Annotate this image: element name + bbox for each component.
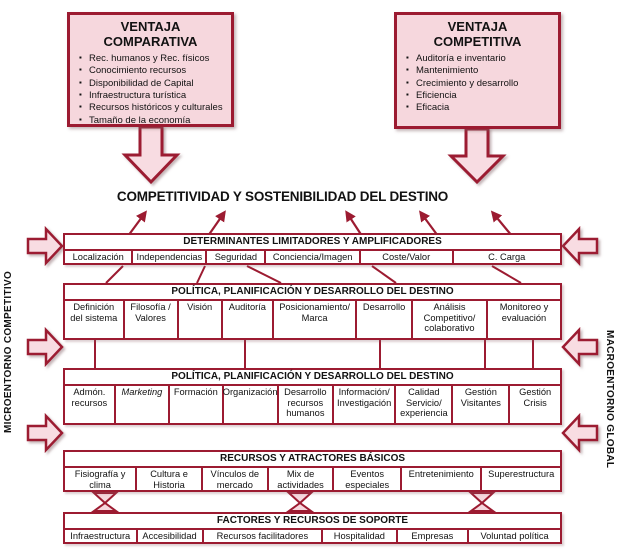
band-header: DETERMINANTES LIMITADORES Y AMPLIFICADOR… bbox=[65, 235, 560, 251]
band-header: RECURSOS Y ATRACTORES BÁSICOS bbox=[65, 452, 560, 468]
band-cell: Fisiografía y clima bbox=[65, 468, 138, 490]
bullet-item: Eficacia bbox=[406, 102, 555, 114]
band-cell: Accesibilidad bbox=[138, 530, 204, 542]
band-cell: Admón. recursos bbox=[65, 386, 116, 423]
band-cell: Calidad Servicio/ experiencia bbox=[396, 386, 454, 423]
ventaja-competitiva-box: VENTAJA COMPETITIVA Auditoría e inventar… bbox=[394, 12, 561, 129]
micro-environment-label: MICROENTORNO COMPETITIVO bbox=[3, 270, 14, 434]
band-cell: Superestructura bbox=[488, 469, 555, 479]
bullet-item: Eficiencia bbox=[406, 90, 555, 102]
band-cell: Voluntad política bbox=[480, 531, 549, 541]
band-cell: Definición del sistema bbox=[65, 301, 125, 338]
big-down-arrow-comparativa bbox=[121, 125, 181, 185]
double-arrow-icon bbox=[90, 492, 120, 512]
band-recursos-atractores: RECURSOS Y ATRACTORES BÁSICOS Fisiografí… bbox=[63, 450, 562, 492]
connector-line bbox=[491, 265, 522, 284]
bullet-item: Disponibilidad de Capital bbox=[79, 78, 228, 90]
connector-line bbox=[246, 265, 282, 284]
band-cell: Vínculos de mercado bbox=[203, 468, 269, 490]
left-inward-arrow-icon bbox=[26, 225, 64, 267]
up-arrow-icon bbox=[207, 210, 226, 237]
band-cell: Posicionamiento/ Marca bbox=[274, 301, 358, 338]
band-cell: Información/ Investigación bbox=[334, 386, 397, 423]
up-arrow-icon bbox=[345, 210, 363, 237]
band-factores-soporte: FACTORES Y RECURSOS DE SOPORTE Infraestr… bbox=[63, 512, 562, 544]
band-cell: Independencias bbox=[133, 251, 208, 263]
connector-line bbox=[371, 265, 397, 284]
band-cell: Auditoría bbox=[223, 301, 275, 338]
up-arrow-icon bbox=[490, 210, 513, 237]
connector-line bbox=[105, 265, 124, 284]
band-cell: Recursos facilitadores bbox=[204, 530, 324, 542]
bullet-item: Auditoría e inventario bbox=[406, 53, 555, 65]
bullet-item: Mantenimiento bbox=[406, 65, 555, 77]
ventaja-comparativa-list: Rec. humanos y Rec. físicosConocimiento … bbox=[70, 53, 231, 127]
band-cell: Organización bbox=[223, 386, 279, 423]
bullet-item: Recursos históricos y culturales bbox=[79, 102, 228, 114]
left-inward-arrow-icon bbox=[26, 326, 64, 368]
band-cell: Visión bbox=[179, 301, 223, 338]
band-cell: Empresas bbox=[398, 530, 470, 542]
bullet-item: Tamaño de la economía bbox=[79, 115, 228, 127]
up-arrow-icon bbox=[419, 210, 439, 237]
band-cell: Análisis Competitivo/ colaborativo bbox=[413, 301, 488, 338]
big-down-arrow-competitiva bbox=[447, 127, 507, 185]
ventaja-competitiva-list: Auditoría e inventarioMantenimientoCreci… bbox=[397, 53, 558, 115]
connector-line bbox=[196, 265, 206, 284]
band-cell: C. Carga bbox=[488, 252, 526, 262]
band-cell: Eventos especiales bbox=[334, 468, 403, 490]
band-cell: Desarrollo bbox=[357, 301, 414, 338]
bullet-item: Crecimiento y desarrollo bbox=[406, 78, 555, 90]
band-header: FACTORES Y RECURSOS DE SOPORTE bbox=[65, 514, 560, 530]
band-header: POLÍTICA, PLANIFICACIÓN Y DESARROLLO DEL… bbox=[65, 370, 560, 386]
left-inward-arrow-icon bbox=[26, 412, 64, 454]
bullet-item: Infraestructura turística bbox=[79, 90, 228, 102]
up-arrow-icon bbox=[127, 210, 147, 237]
box-title: VENTAJA COMPARATIVA bbox=[103, 19, 198, 49]
band-cell: Hospitalidad bbox=[323, 530, 398, 542]
band-politica-gestion: POLÍTICA, PLANIFICACIÓN Y DESARROLLO DEL… bbox=[63, 368, 562, 425]
band-cell: Formación bbox=[170, 386, 224, 423]
box-title: VENTAJA COMPETITIVA bbox=[433, 19, 522, 49]
band-determinantes: DETERMINANTES LIMITADORES Y AMPLIFICADOR… bbox=[63, 233, 562, 265]
double-arrow-icon bbox=[467, 492, 497, 512]
ventaja-comparativa-box: VENTAJA COMPARATIVA Rec. humanos y Rec. … bbox=[67, 12, 234, 127]
band-politica-planificacion: POLÍTICA, PLANIFICACIÓN Y DESARROLLO DEL… bbox=[63, 283, 562, 340]
band-cell: Coste/Valor bbox=[361, 251, 454, 263]
band-cell: Entretenimiento bbox=[402, 468, 483, 490]
band-cell: Cultura e Historia bbox=[137, 468, 203, 490]
band-cell: Gestión Crisis bbox=[519, 387, 552, 408]
band-cell: Monitoreo y evaluación bbox=[499, 302, 549, 323]
bullet-item: Conocimiento recursos bbox=[79, 65, 228, 77]
band-cell: Gestión Visitantes bbox=[453, 386, 511, 423]
band-cell: Infraestructura bbox=[65, 530, 138, 542]
band-cell: Marketing bbox=[116, 386, 171, 423]
bullet-item: Rec. humanos y Rec. físicos bbox=[79, 53, 228, 65]
band-cell: Conciencia/Imagen bbox=[266, 251, 361, 263]
band-cell: Filosofía / Valores bbox=[125, 301, 179, 338]
band-cell: Localización bbox=[65, 251, 134, 263]
band-header: POLÍTICA, PLANIFICACIÓN Y DESARROLLO DEL… bbox=[65, 285, 560, 301]
band-cell: Seguridad bbox=[207, 251, 267, 263]
band-cell: Desarrollo recursos humanos bbox=[279, 386, 334, 423]
page-title: COMPETITIVIDAD Y SOSTENIBILIDAD DEL DEST… bbox=[116, 189, 449, 204]
band-cell: Mix de actividades bbox=[269, 468, 335, 490]
double-arrow-icon bbox=[285, 492, 315, 512]
macro-environment-label: MACROENTORNO GLOBAL bbox=[604, 329, 615, 469]
right-inward-arrow-icon bbox=[561, 326, 599, 368]
right-inward-arrow-icon bbox=[561, 225, 599, 267]
right-inward-arrow-icon bbox=[561, 412, 599, 454]
